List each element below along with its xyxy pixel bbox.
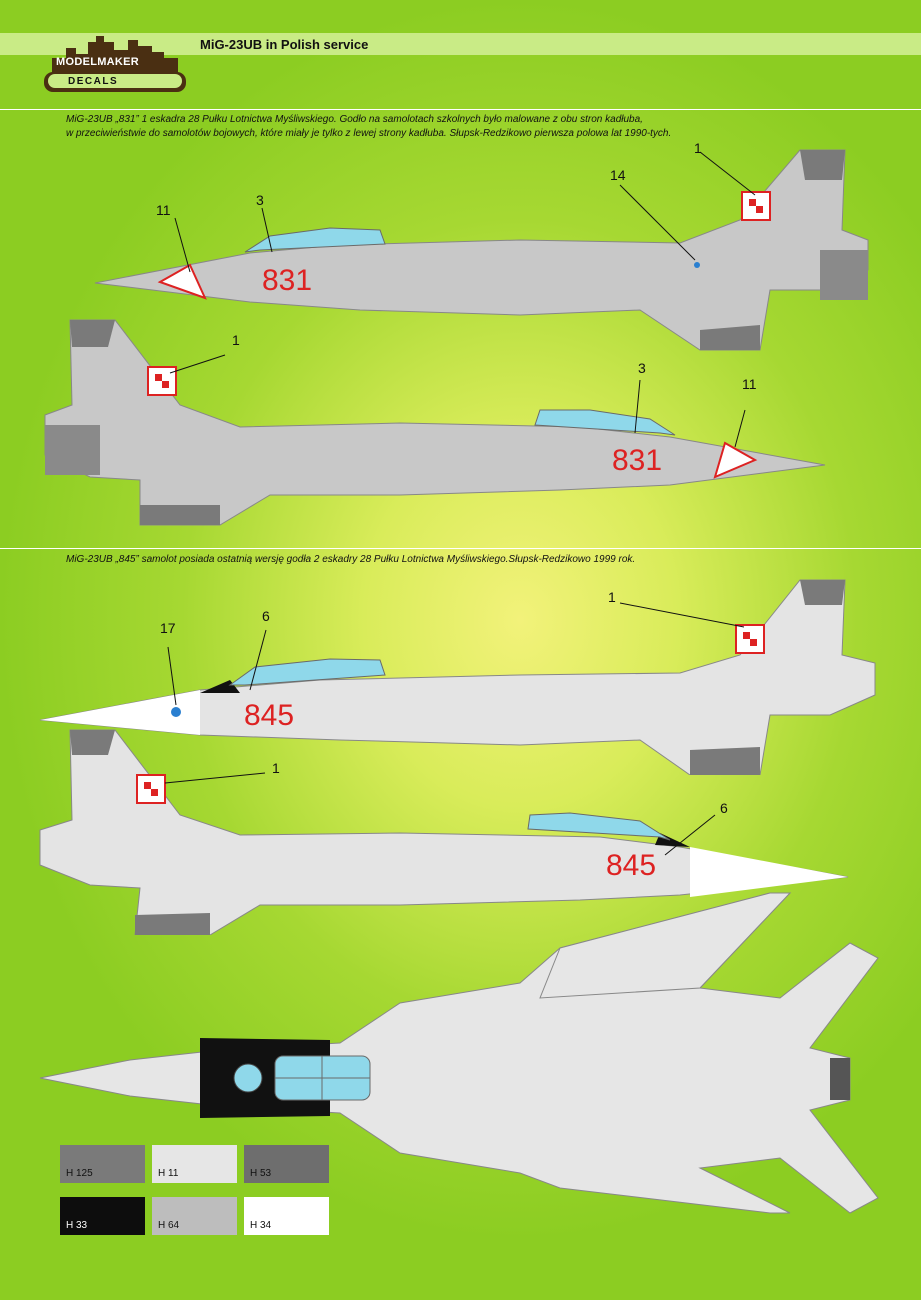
- mig23-top-view: [39, 892, 879, 1214]
- callout-6: 6: [262, 608, 270, 624]
- swatch-h53: H 53: [244, 1145, 329, 1183]
- swatch-h33: H 33: [60, 1197, 145, 1235]
- callout-14: 14: [610, 167, 626, 183]
- mig23-831-right-profile: 831: [44, 319, 826, 526]
- callout-1: 1: [694, 140, 702, 156]
- mig23-845-right-profile: 845: [39, 729, 849, 935]
- callout-1: 1: [608, 589, 616, 605]
- callout-3: 3: [256, 192, 264, 208]
- swatch-h34: H 34: [244, 1197, 329, 1235]
- title-band: [0, 33, 921, 55]
- callout-1: 1: [272, 760, 280, 776]
- serial-845: 845: [244, 699, 294, 732]
- serial-831: 831: [262, 264, 312, 297]
- swatch-h64: H 64: [152, 1197, 237, 1235]
- callout-11: 11: [742, 376, 757, 392]
- serial-845: 845: [606, 849, 656, 882]
- logo-subtitle: DECALS: [68, 76, 119, 87]
- divider: [0, 109, 921, 110]
- caption-831-line2: w przeciwieństwie do samolotów bojowych,…: [66, 128, 672, 139]
- squadron-emblem-icon: [713, 441, 758, 479]
- callout-6: 6: [720, 800, 728, 816]
- modelmaker-logo: [44, 36, 186, 92]
- caption-845: MiG-23UB „845” samolot posiada ostatnią …: [66, 554, 636, 565]
- swatch-h125: H 125: [60, 1145, 145, 1183]
- squadron-emblem-icon: [157, 263, 207, 300]
- mig23-831-left-profile: 831: [94, 149, 869, 351]
- swatch-h11: H 11: [152, 1145, 237, 1183]
- callout-1: 1: [232, 332, 240, 348]
- callout-3: 3: [638, 360, 646, 376]
- serial-831: 831: [612, 444, 662, 477]
- page-title: MiG-23UB in Polish service: [200, 37, 369, 52]
- callout-17: 17: [160, 620, 176, 636]
- mig23-845-left-profile: 845: [39, 579, 876, 775]
- caption-831-line1: MiG-23UB „831” 1 eskadra 28 Pułku Lotnic…: [66, 114, 643, 125]
- logo-wordmark: MODELMAKER: [56, 56, 140, 68]
- callout-11: 11: [156, 202, 171, 218]
- divider: [0, 548, 921, 549]
